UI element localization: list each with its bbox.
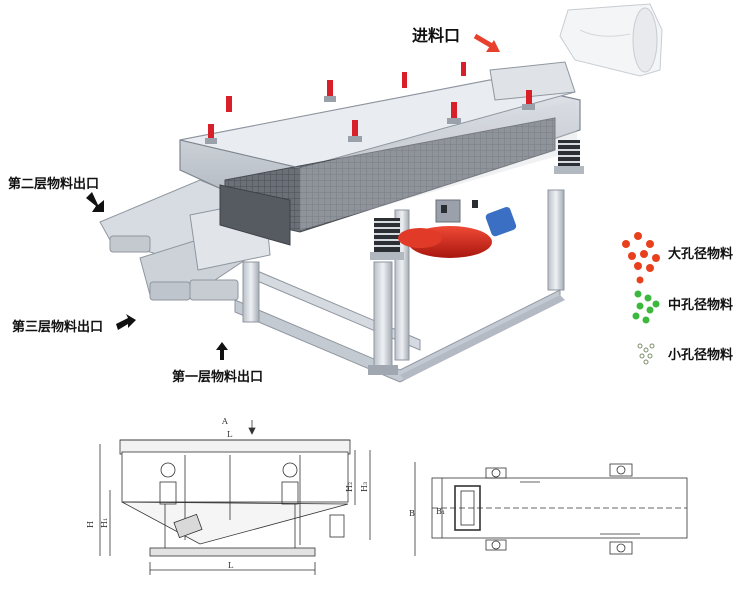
inlet-arrow-icon (473, 33, 500, 52)
legend-large-label: 大孔径物料 (668, 247, 734, 262)
legend-small-label: 小孔径物料 (668, 348, 734, 363)
material-bag-icon (559, 3, 663, 77)
outlet-layer1-label: 第一层物料出口 (172, 370, 264, 385)
dim-label-h3: H₃ (360, 482, 369, 492)
dim-label-l-bottom: L (228, 561, 234, 570)
dim-label-h1: H₁ (100, 518, 109, 528)
legend-medium-label: 中孔径物料 (668, 298, 734, 313)
vibration-motor (398, 199, 517, 258)
legend-dots-large (622, 232, 660, 284)
support-springs (370, 140, 584, 260)
inlet-label: 进料口 (412, 26, 461, 45)
outlet-layer2-arrow-icon (86, 192, 104, 212)
outlet-layer1-arrow-icon (216, 342, 228, 360)
screen-box (179, 61, 581, 246)
dim-label-b: B (409, 509, 415, 518)
dim-label-a: A (221, 417, 228, 426)
dim-label-l-top: L (227, 430, 233, 439)
top-view-drawing (414, 462, 688, 556)
legend-dots-small (637, 343, 655, 365)
dim-label-h2: H₂ (345, 482, 354, 492)
legend-dots-medium (632, 290, 660, 324)
outlet-layer2-label: 第二层物料出口 (8, 177, 100, 192)
outlet-chutes (99, 179, 271, 301)
side-view-drawing (99, 420, 371, 575)
dim-label-b1: B₁ (436, 507, 445, 516)
clamp-handles (205, 62, 535, 144)
dim-label-h: H (86, 521, 95, 528)
outlet-layer3-label: 第三层物料出口 (12, 320, 104, 335)
outlet-layer3-arrow-icon (116, 314, 136, 330)
